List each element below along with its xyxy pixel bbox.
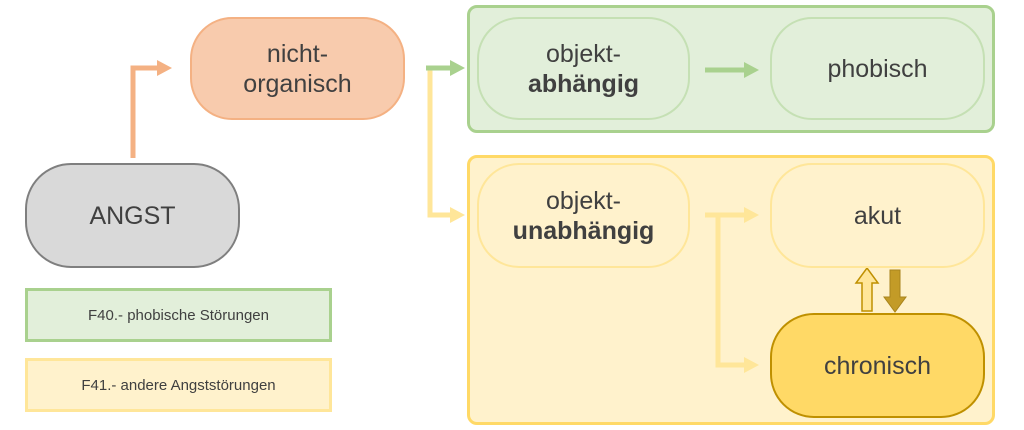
node-angst: ANGST bbox=[25, 163, 240, 268]
node-akut: akut bbox=[770, 163, 985, 268]
node-phobisch: phobisch bbox=[770, 17, 985, 120]
arrow-objekt-unabhaengig-to-akut bbox=[705, 207, 759, 223]
arrow-nicht-organisch-to-objekt-unabhaengig bbox=[427, 70, 465, 223]
legend-f40-label: F40.- phobische Störungen bbox=[88, 306, 269, 324]
arrow-chronisch-to-akut bbox=[854, 266, 880, 312]
legend-f41: F41.- andere Angststörungen bbox=[25, 358, 332, 412]
node-akut-label: akut bbox=[853, 201, 902, 230]
node-angst-label: ANGST bbox=[89, 201, 176, 230]
node-objekt-unabhaengig-line1: objekt- bbox=[545, 186, 622, 215]
node-nicht-organisch-line1: nicht- bbox=[266, 39, 329, 68]
arrow-nicht-organisch-to-objekt-abhaengig bbox=[426, 60, 465, 76]
node-objekt-unabhaengig: objekt- unabhängig bbox=[477, 163, 690, 268]
arrow-angst-to-nicht-organisch bbox=[130, 60, 172, 158]
node-objekt-abhaengig-line1: objekt- bbox=[545, 39, 622, 68]
node-phobisch-label: phobisch bbox=[827, 54, 928, 83]
arrow-akut-to-chronisch bbox=[883, 269, 907, 313]
node-objekt-abhaengig: objekt- abhängig bbox=[477, 17, 690, 120]
node-nicht-organisch-line2: organisch bbox=[243, 69, 352, 98]
node-nicht-organisch: nicht- organisch bbox=[190, 17, 405, 120]
legend-f41-label: F41.- andere Angststörungen bbox=[81, 376, 276, 394]
legend-f40: F40.- phobische Störungen bbox=[25, 288, 332, 342]
node-chronisch-label: chronisch bbox=[824, 351, 931, 380]
node-objekt-abhaengig-line2: abhängig bbox=[527, 69, 640, 98]
arrow-objekt-abhaengig-to-phobisch bbox=[705, 62, 759, 78]
node-objekt-unabhaengig-line2: unabhängig bbox=[512, 216, 655, 245]
node-chronisch: chronisch bbox=[770, 313, 985, 418]
arrow-objekt-unabhaengig-to-chronisch bbox=[715, 215, 759, 373]
